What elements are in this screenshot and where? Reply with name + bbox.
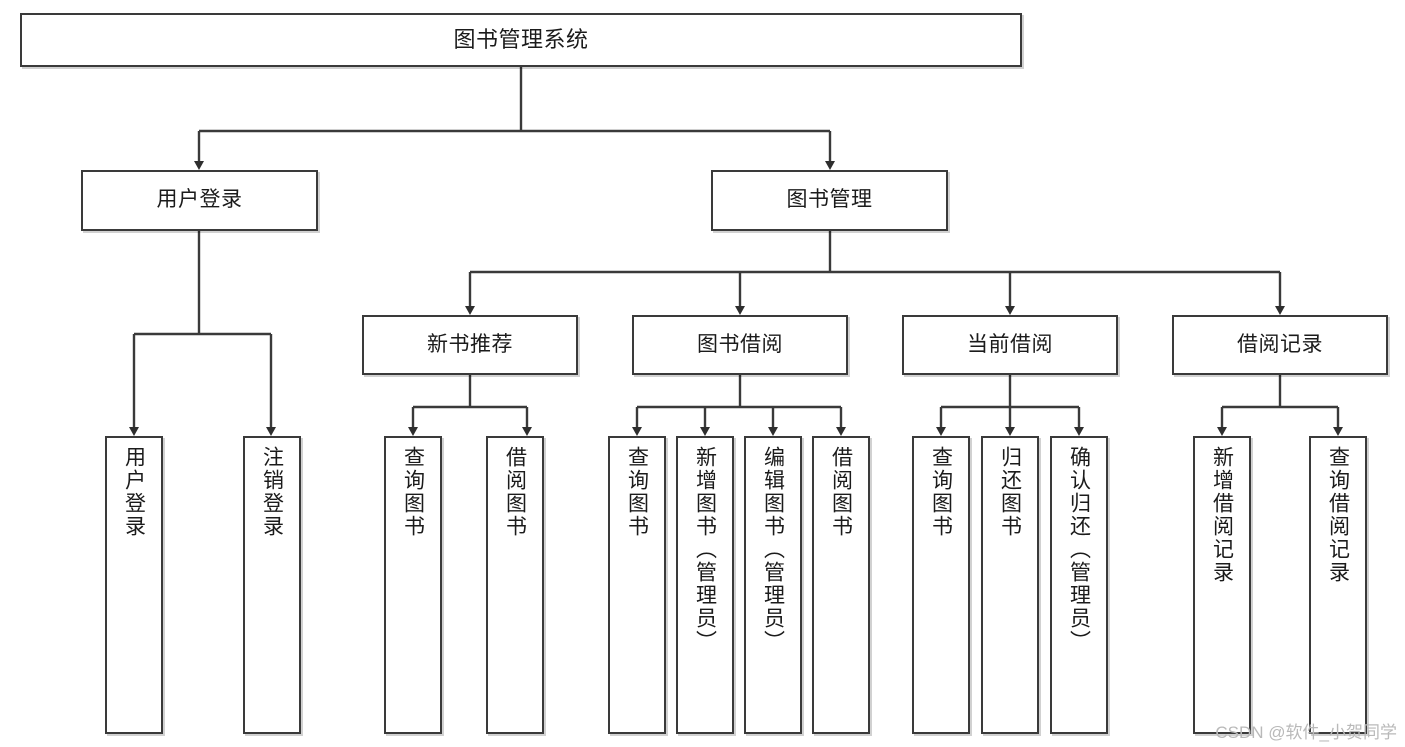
leaf-add-borrow-record[interactable]: 新增借阅记录 xyxy=(1193,436,1251,734)
leaf-confirm-return-admin[interactable]: 确认归还（管理员） xyxy=(1050,436,1108,734)
leaf-return-book[interactable]: 归还图书 xyxy=(981,436,1039,734)
node-current-borrowing[interactable]: 当前借阅 xyxy=(902,315,1118,375)
leaf-borrow-book[interactable]: 借阅图书 xyxy=(812,436,870,734)
node-label: 用户登录 xyxy=(122,446,146,538)
node-book-management[interactable]: 图书管理 xyxy=(711,170,948,231)
node-label: 注销登录 xyxy=(260,446,284,538)
node-label: 图书管理系统 xyxy=(453,27,589,53)
node-label: 图书管理 xyxy=(786,188,873,212)
node-label: 新增图书（管理员） xyxy=(693,446,717,653)
leaf-add-book-admin[interactable]: 新增图书（管理员） xyxy=(676,436,734,734)
leaf-query-borrow-record[interactable]: 查询借阅记录 xyxy=(1309,436,1367,734)
leaf-user-login[interactable]: 用户登录 xyxy=(105,436,163,734)
leaf-logout[interactable]: 注销登录 xyxy=(243,436,301,734)
node-label: 新书推荐 xyxy=(427,332,513,356)
node-user-login[interactable]: 用户登录 xyxy=(81,170,318,231)
node-label: 确认归还（管理员） xyxy=(1067,446,1091,653)
node-label: 借阅记录 xyxy=(1237,332,1323,356)
node-label: 当前借阅 xyxy=(967,332,1053,356)
watermark-text: CSDN @软件_小贺同学 xyxy=(1215,723,1397,742)
node-label: 用户登录 xyxy=(156,188,243,212)
node-label: 借阅图书 xyxy=(503,446,527,538)
node-label: 编辑图书（管理员） xyxy=(761,446,785,653)
node-label: 查询借阅记录 xyxy=(1326,446,1350,584)
node-book-borrowing[interactable]: 图书借阅 xyxy=(632,315,848,375)
leaf-query-book-current[interactable]: 查询图书 xyxy=(912,436,970,734)
node-label: 借阅图书 xyxy=(829,446,853,538)
leaf-borrow-book-new[interactable]: 借阅图书 xyxy=(486,436,544,734)
leaf-edit-book-admin[interactable]: 编辑图书（管理员） xyxy=(744,436,802,734)
node-label: 查询图书 xyxy=(929,446,953,538)
node-label: 新增借阅记录 xyxy=(1210,446,1234,584)
leaf-query-book-borrow[interactable]: 查询图书 xyxy=(608,436,666,734)
node-borrow-records[interactable]: 借阅记录 xyxy=(1172,315,1388,375)
node-label: 查询图书 xyxy=(401,446,425,538)
node-label: 归还图书 xyxy=(998,446,1022,538)
leaf-query-book-new[interactable]: 查询图书 xyxy=(384,436,442,734)
node-new-book-recommendation[interactable]: 新书推荐 xyxy=(362,315,578,375)
node-root-book-management-system[interactable]: 图书管理系统 xyxy=(20,13,1022,67)
node-label: 查询图书 xyxy=(625,446,649,538)
node-label: 图书借阅 xyxy=(697,332,783,356)
